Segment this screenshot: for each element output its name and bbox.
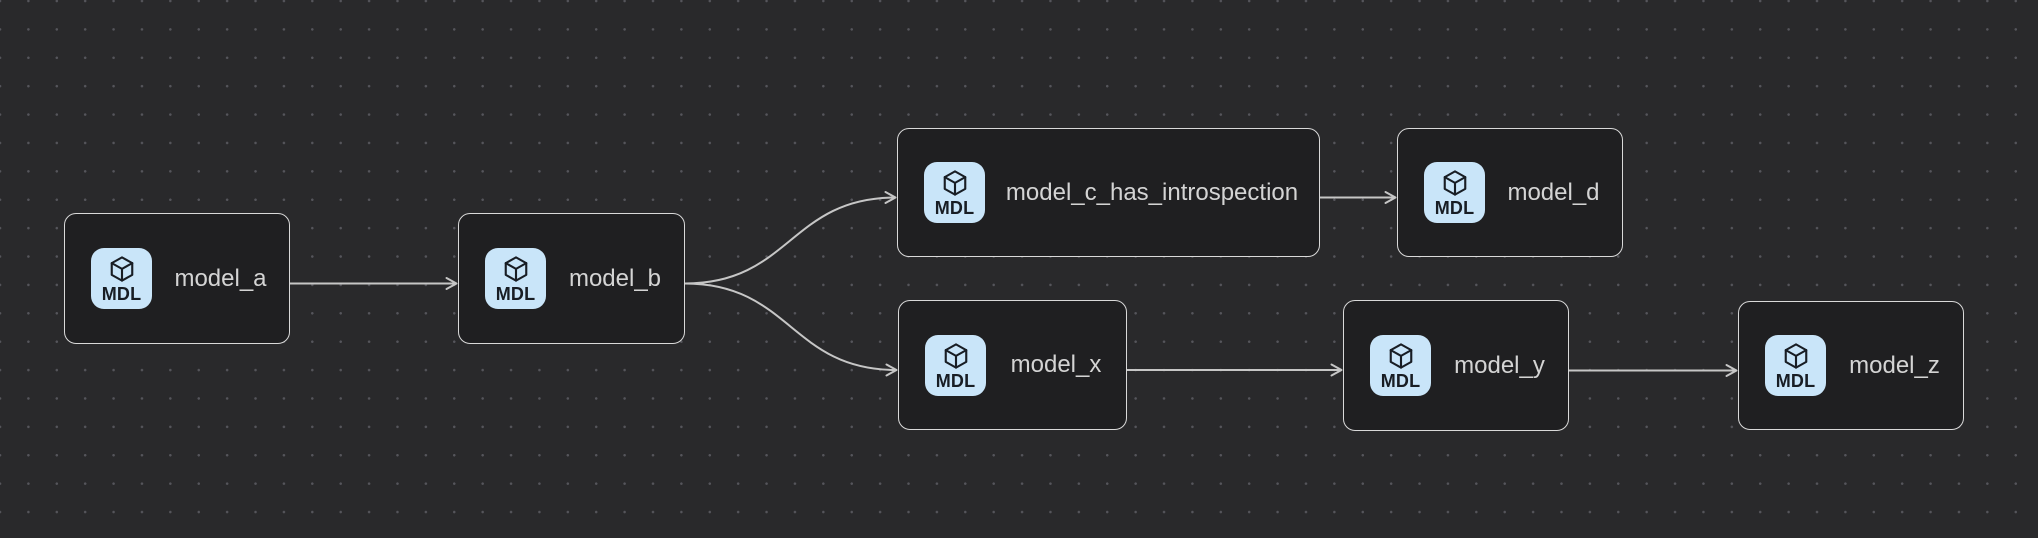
node-label: model_z	[1849, 351, 1940, 379]
edge-model_b-model_c_has_introspection[interactable]	[684, 191, 897, 285]
node-label: model_a	[174, 264, 267, 292]
model-badge: MDL	[1370, 335, 1431, 396]
node-model_d[interactable]: MDL model_d	[1397, 128, 1623, 257]
model-badge: MDL	[1765, 335, 1826, 396]
model-badge: MDL	[924, 162, 985, 223]
cube-icon	[504, 256, 527, 282]
badge-label: MDL	[1434, 198, 1475, 218]
badge-label: MDL	[101, 284, 142, 304]
cube-icon	[944, 342, 967, 369]
node-model_c_has_introspection[interactable]: MDL model_c_has_introspection	[897, 128, 1320, 257]
badge-label: MDL	[1775, 371, 1816, 391]
model-badge: MDL	[485, 248, 546, 309]
badge-label: MDL	[935, 370, 976, 391]
node-model_b[interactable]: MDL model_b	[458, 213, 685, 344]
node-label: model_c_has_introspection	[1005, 178, 1299, 206]
model-badge: MDL	[925, 334, 986, 396]
node-model_y[interactable]: MDL model_y	[1343, 300, 1569, 431]
node-model_z[interactable]: MDL model_z	[1738, 301, 1964, 430]
cube-icon	[943, 170, 966, 196]
node-model_a[interactable]: MDL model_a	[64, 213, 290, 344]
node-label: model_x	[1010, 351, 1102, 378]
node-label: model_b	[568, 264, 662, 292]
model-badge: MDL	[1424, 162, 1485, 223]
cube-icon	[1443, 170, 1466, 196]
cube-icon	[1389, 343, 1412, 369]
node-label: model_d	[1507, 178, 1600, 206]
badge-label: MDL	[495, 284, 536, 304]
cube-icon	[1784, 343, 1807, 369]
model-badge: MDL	[91, 248, 152, 309]
node-label: model_y	[1454, 351, 1545, 379]
node-model_x[interactable]: MDL model_x	[898, 300, 1127, 430]
badge-label: MDL	[934, 198, 975, 218]
edge-model_b-model_x[interactable]	[684, 282, 898, 377]
badge-label: MDL	[1380, 371, 1421, 391]
cube-icon	[110, 256, 133, 282]
